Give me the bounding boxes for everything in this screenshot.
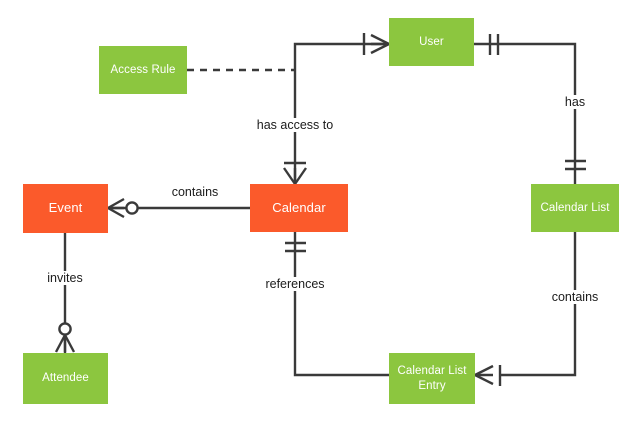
entity-label: Calendar List Entry [397,365,467,392]
relationship-label-has: has [561,95,589,109]
relationship-label-contains-event-calendar: contains [168,185,222,199]
entity-calendar-list[interactable]: Calendar List [531,184,619,232]
entity-label: User [419,35,444,48]
entity-access-rule[interactable]: Access Rule [99,46,187,94]
cardinality-attendee-top [54,322,76,353]
cardinality-calendar-list-top [565,159,586,171]
entity-label: Calendar List [540,201,610,214]
cardinality-user-left [362,33,390,55]
connector-references [293,232,389,377]
entity-user[interactable]: User [389,18,474,66]
entity-label: Calendar [272,199,326,215]
relationship-label-has-access-to: has access to [253,118,337,132]
connector-has-access-to [293,42,389,184]
cardinality-user-right [488,34,500,55]
connector-has [474,42,577,184]
relationship-label-references: references [262,277,328,291]
entity-label: Event [48,200,83,216]
cardinality-calendar-list-entry-right [474,364,502,386]
cardinality-event-right [107,197,139,219]
relationship-label-invites: invites [44,271,86,285]
entity-calendar[interactable]: Calendar [250,184,348,232]
relationship-label-contains-calendar-list-entry: contains [548,290,602,304]
entity-calendar-list-entry[interactable]: Calendar List Entry [389,353,475,404]
cardinality-calendar-bottom [285,241,306,253]
entity-label: Access Rule [110,63,176,76]
entity-attendee[interactable]: Attendee [23,353,108,404]
entity-label: Attendee [42,372,89,385]
entity-event[interactable]: Event [23,184,108,233]
cardinality-calendar-top [283,161,307,185]
